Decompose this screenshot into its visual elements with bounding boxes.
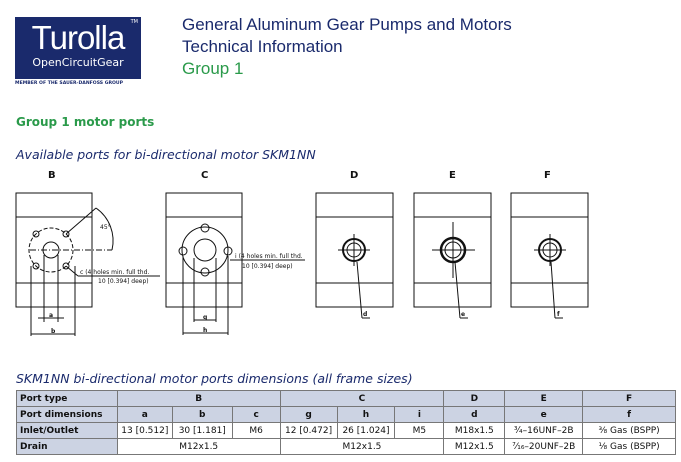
table-cell: b <box>171 406 233 423</box>
table-cell: D <box>443 390 506 407</box>
drawing-e <box>413 192 492 319</box>
dim-a: a <box>49 312 53 319</box>
table-cell: Port type <box>16 390 118 407</box>
dim-f: f <box>557 311 560 318</box>
c-depth-note: 10 [0.394] deep) <box>242 263 293 270</box>
dim-h: h <box>203 327 207 334</box>
table-row: Port dimensions a b c g h i d e f <box>16 406 676 423</box>
table-cell: h <box>336 406 396 423</box>
table-cell: ¾–16UNF–2B <box>504 422 584 439</box>
title-line2: Technical Information <box>182 37 343 56</box>
table-cell: M18x1.5 <box>443 422 506 439</box>
table-cell: ⅛ Gas (BSPP) <box>582 438 676 455</box>
table-cell: e <box>504 406 584 423</box>
turolla-logo: TM Turolla OpenCircuitGear <box>15 17 141 79</box>
logo-brand: Turolla <box>31 19 126 56</box>
table-cell: C <box>279 390 445 407</box>
drawing-c <box>165 192 305 335</box>
table-cell: 30 [1.181] <box>171 422 233 439</box>
dim-g: g <box>203 314 207 321</box>
table-cell: ⅜ Gas (BSPP) <box>582 422 676 439</box>
port-dimensions-table: Port type B C D E F Port dimensions a b … <box>16 390 676 455</box>
logo-tagline: OpenCircuitGear <box>32 56 124 69</box>
dim-b: b <box>51 328 56 335</box>
table-cell: M12x1.5 <box>443 438 506 455</box>
port-drawings: 45° c (4 holes min. full thd. 10 [0.394]… <box>15 192 589 336</box>
table-cell: i <box>394 406 445 423</box>
table-row: Drain M12x1.5 M12x1.5 M12x1.5 ⁷⁄₁₆–20UNF… <box>16 438 676 455</box>
table-cell: M12x1.5 <box>279 438 445 455</box>
logo-member-text: MEMBER OF THE SAUER-DANFOSS GROUP <box>15 81 124 86</box>
title-line3: Group 1 <box>182 59 244 78</box>
table-cell: M12x1.5 <box>116 438 281 455</box>
table-cell: B <box>116 390 281 407</box>
table-cell: Drain <box>16 438 118 455</box>
table-cell: M6 <box>231 422 281 439</box>
port-label-f: F <box>544 170 551 181</box>
table-cell: E <box>504 390 584 407</box>
drawing-b <box>15 192 160 336</box>
b-thread-note: c (4 holes min. full thd. <box>80 269 149 276</box>
drawing-d <box>315 192 394 319</box>
table-cell: F <box>582 390 676 407</box>
c-thread-note: i (4 holes min. full thd. <box>235 253 303 260</box>
table-cell: f <box>582 406 676 423</box>
table-cell: d <box>443 406 506 423</box>
angle-label: 45° <box>100 224 111 231</box>
table-cell: 12 [0.472] <box>279 422 338 439</box>
trademark: TM <box>130 19 138 25</box>
table-cell: a <box>116 406 173 423</box>
port-label-e: E <box>449 170 456 181</box>
port-label-b: B <box>48 170 56 181</box>
table-cell: 26 [1.024] <box>336 422 396 439</box>
table-cell: ⁷⁄₁₆–20UNF–2B <box>504 438 584 455</box>
b-depth-note: 10 [0.394] deep) <box>98 278 149 285</box>
title-line1: General Aluminum Gear Pumps and Motors <box>182 15 512 34</box>
table-row: Inlet/Outlet 13 [0.512] 30 [1.181] M6 12… <box>16 422 676 439</box>
table-cell: c <box>231 406 281 423</box>
drawings-subtitle: Available ports for bi-directional motor… <box>16 147 316 162</box>
table-cell: M5 <box>394 422 445 439</box>
port-label-d: D <box>350 170 359 181</box>
table-cell: 13 [0.512] <box>116 422 173 439</box>
dim-e: e <box>461 311 465 318</box>
drawing-f <box>510 192 589 319</box>
table-cell: Inlet/Outlet <box>16 422 118 439</box>
port-label-c: C <box>201 170 209 181</box>
table-cell: g <box>279 406 338 423</box>
dim-d: d <box>363 311 367 318</box>
table-cell: Port dimensions <box>16 406 118 423</box>
section-heading: Group 1 motor ports <box>16 115 155 129</box>
document-title: General Aluminum Gear Pumps and Motors T… <box>182 14 512 80</box>
table-row: Port type B C D E F <box>16 390 676 407</box>
table-caption: SKM1NN bi-directional motor ports dimens… <box>16 371 413 386</box>
